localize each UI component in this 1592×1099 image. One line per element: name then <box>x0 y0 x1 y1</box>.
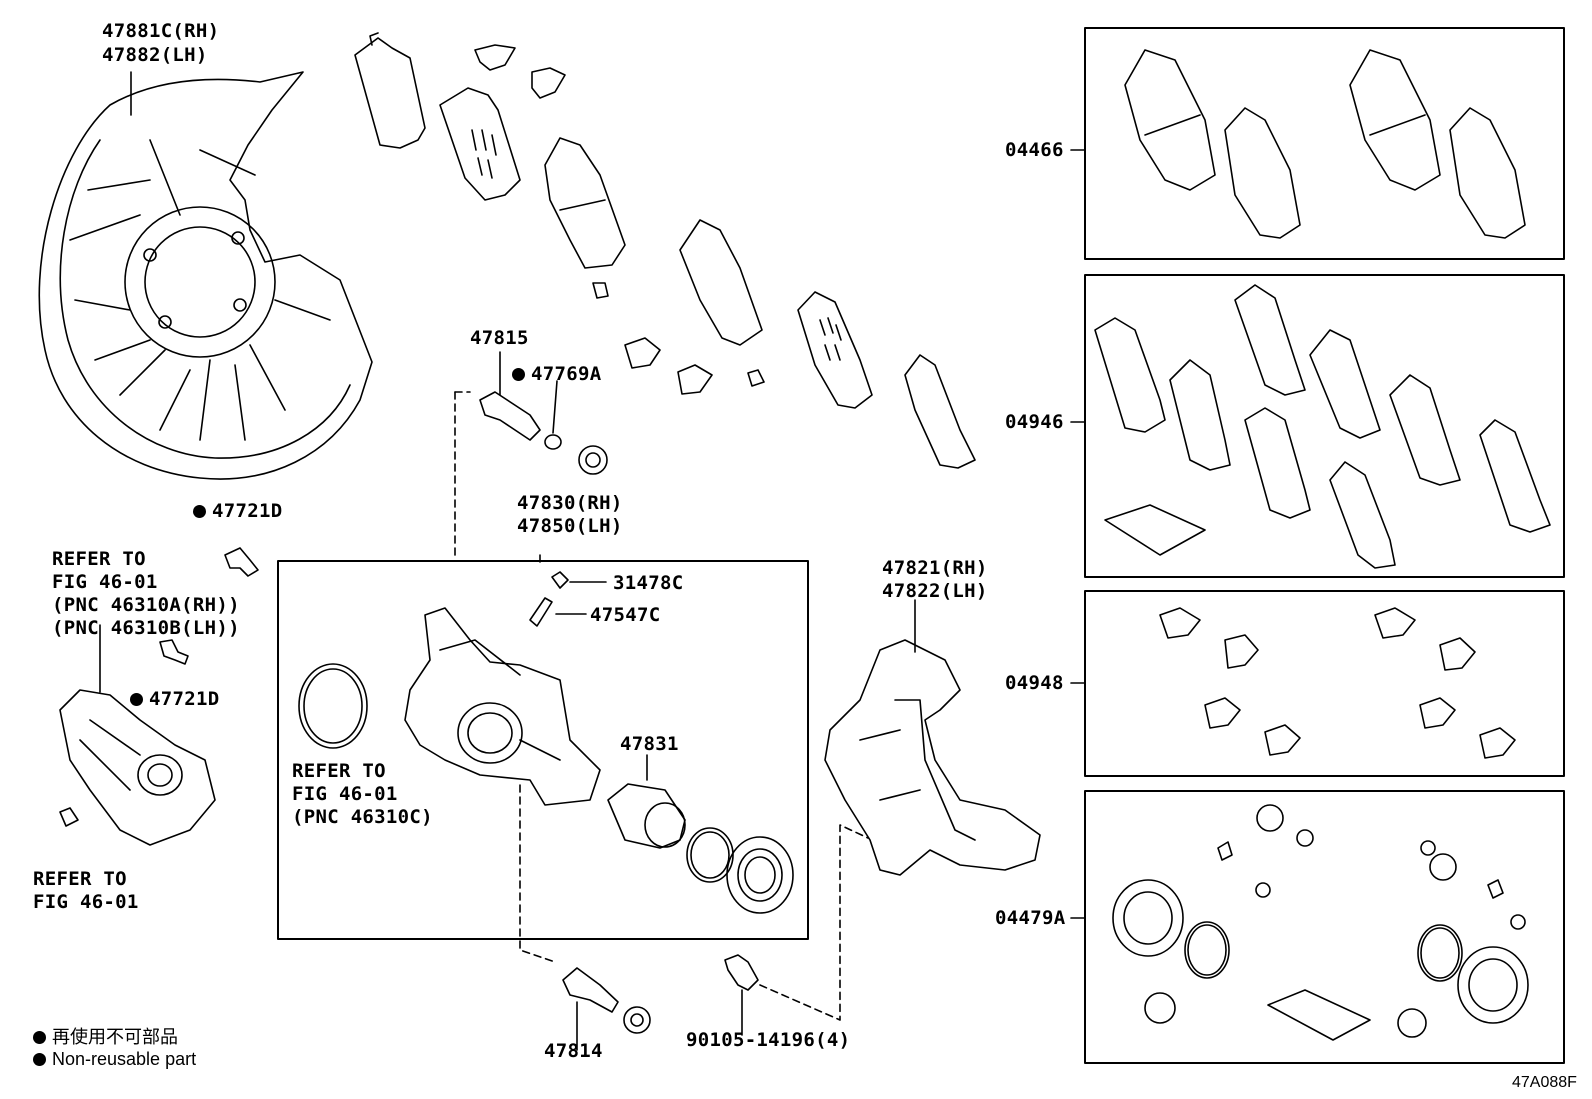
caliper-body-drawing <box>404 554 607 806</box>
label-47547c: 47547C <box>590 604 661 626</box>
label-47822-lh: 47822(LH) <box>882 580 988 602</box>
label-refer-small-1: REFER TO <box>33 868 127 890</box>
kit-04466-pads <box>1124 49 1526 239</box>
kit-box-04946 <box>1084 274 1565 578</box>
label-47721d-mid: 47721D <box>130 688 219 710</box>
bolt-90105-drawing <box>724 824 869 1036</box>
non-reusable-dot-icon <box>512 368 525 381</box>
caliper-group-box <box>277 560 809 940</box>
label-47821-rh: 47821(RH) <box>882 557 988 579</box>
pad-drawing-4 <box>679 219 763 346</box>
bolt-47721d-drawing <box>159 547 259 665</box>
non-reusable-dot-icon <box>193 505 206 518</box>
label-47769a-text: 47769A <box>531 363 602 385</box>
dust-shield-drawing <box>38 71 373 480</box>
non-reusable-dot-icon <box>33 1053 46 1066</box>
kit-04946-pads <box>1094 284 1551 569</box>
parking-motor-drawing <box>59 624 216 846</box>
label-refer-small-2: FIG 46-01 <box>33 891 139 913</box>
legend-english: Non-reusable part <box>33 1049 196 1070</box>
guide-pin-47815-drawing <box>454 351 608 561</box>
label-04479a: 04479A <box>995 907 1066 929</box>
legend-english-text: Non-reusable part <box>52 1049 197 1069</box>
label-47721d-top-text: 47721D <box>212 500 283 522</box>
label-47831: 47831 <box>620 733 679 755</box>
kit-box-04948 <box>1084 590 1565 777</box>
label-04466: 04466 <box>1005 139 1064 161</box>
pad-drawing-2 <box>439 87 521 201</box>
label-47882-lh: 47882(LH) <box>102 44 208 66</box>
label-47830-rh: 47830(RH) <box>517 492 623 514</box>
label-90105-14196: 90105-14196(4) <box>686 1029 851 1051</box>
legend-japanese: 再使用不可部品 <box>33 1023 178 1049</box>
label-04946: 04946 <box>1005 411 1064 433</box>
label-47721d-top: 47721D <box>193 500 282 522</box>
kit-box-04479a <box>1084 790 1565 1064</box>
label-refer-motor-4: (PNC 46310B(LH)) <box>52 617 240 639</box>
kit-04948-clips <box>1159 607 1516 759</box>
guide-pin-47814-drawing <box>562 967 651 1051</box>
label-refer-motor-3: (PNC 46310A(RH)) <box>52 594 240 616</box>
label-refer-ring-3: (PNC 46310C) <box>292 806 433 828</box>
kit-04479a-seals <box>1112 804 1529 1041</box>
o-ring-drawing <box>298 663 368 749</box>
pad-drawing-5 <box>797 291 873 409</box>
label-refer-motor-2: FIG 46-01 <box>52 571 158 593</box>
label-refer-ring-1: REFER TO <box>292 760 386 782</box>
label-47721d-mid-text: 47721D <box>149 688 220 710</box>
label-47850-lh: 47850(LH) <box>517 515 623 537</box>
legend-japanese-text: 再使用不可部品 <box>52 1027 178 1047</box>
pad-drawing-3 <box>544 137 626 269</box>
clip-drawings-top <box>474 44 765 395</box>
label-31478c: 31478C <box>613 572 684 594</box>
kit-box-04466 <box>1084 27 1565 260</box>
pad-drawing-6 <box>904 354 976 469</box>
label-04948: 04948 <box>1005 672 1064 694</box>
mounting-bracket-drawing <box>824 599 1041 876</box>
piston-drawing <box>607 754 794 914</box>
diagram-code: 47A088F <box>1512 1074 1577 1091</box>
label-refer-ring-2: FIG 46-01 <box>292 783 398 805</box>
label-47881c-rh: 47881C(RH) <box>102 20 220 42</box>
label-47815: 47815 <box>470 327 529 349</box>
label-47814: 47814 <box>544 1040 603 1062</box>
label-refer-motor-1: REFER TO <box>52 548 146 570</box>
label-47769a: 47769A <box>512 363 601 385</box>
non-reusable-dot-icon <box>33 1031 46 1044</box>
non-reusable-dot-icon <box>130 693 143 706</box>
pad-drawing-1 <box>354 32 426 149</box>
